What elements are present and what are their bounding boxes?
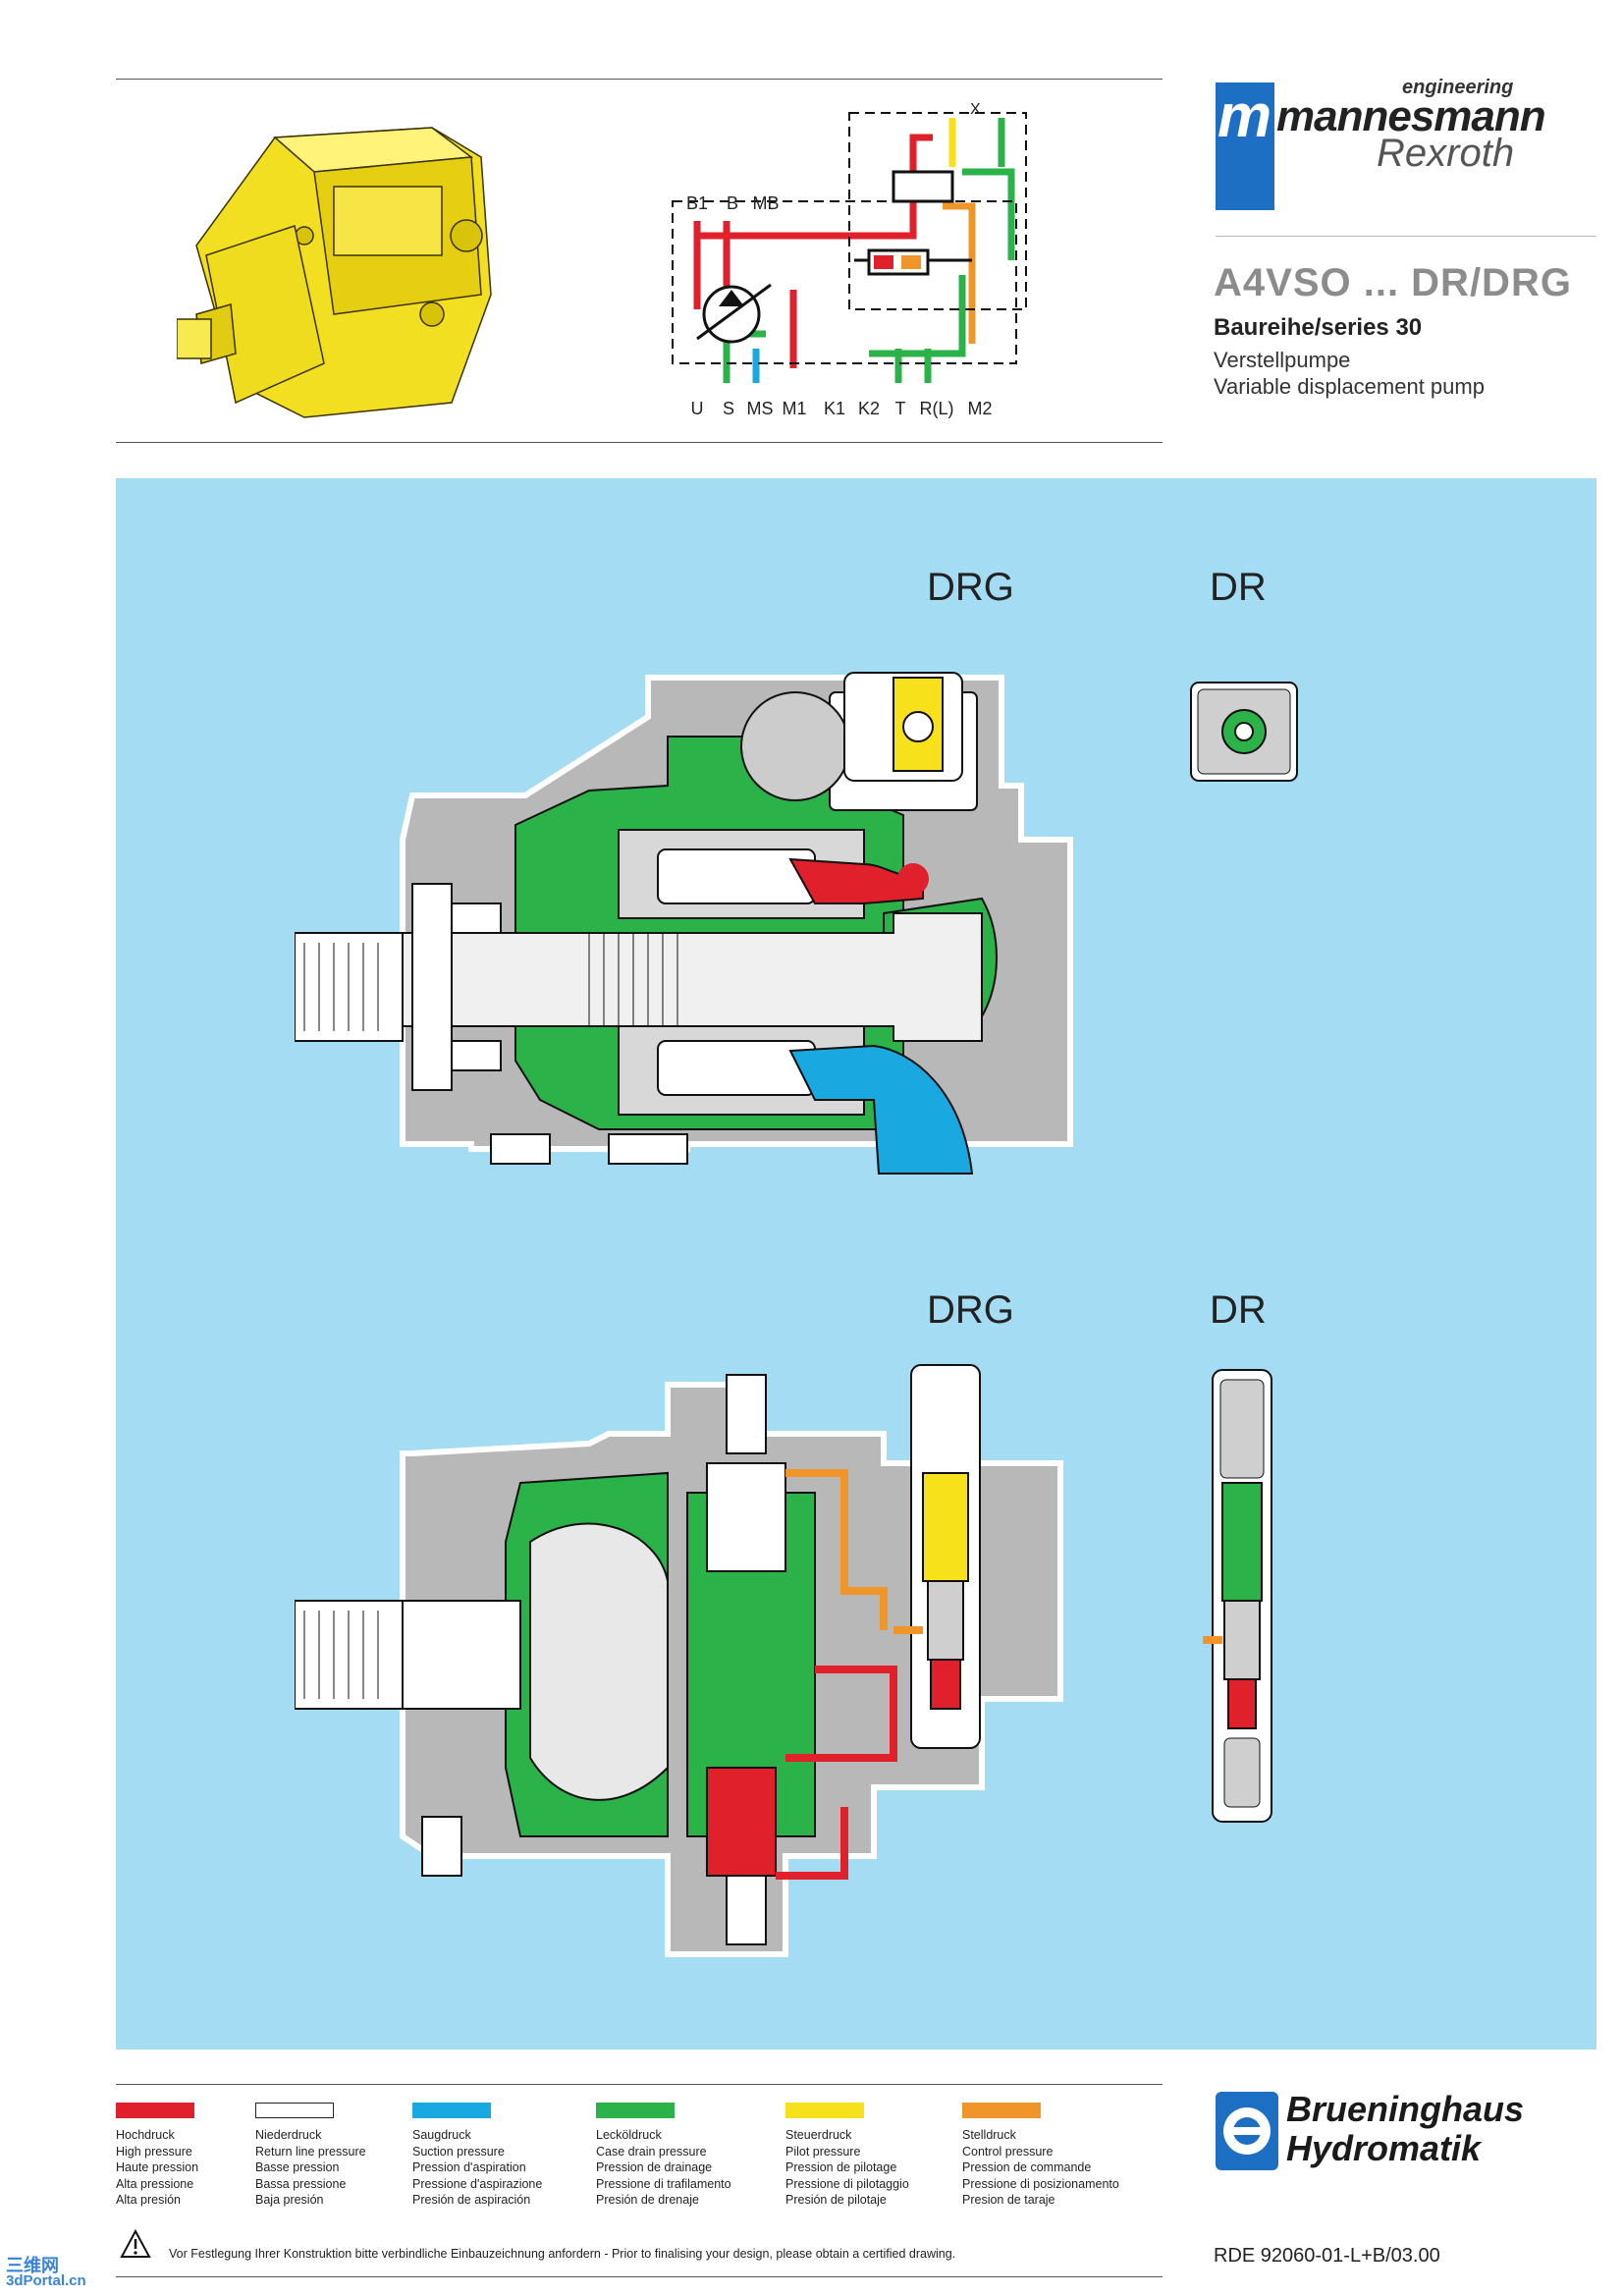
view-label-dr-upper: DR — [1210, 566, 1267, 609]
port-label-mb: MB — [753, 193, 780, 213]
warning-icon — [120, 2229, 151, 2258]
brand-rexroth: Rexroth — [1377, 132, 1515, 175]
upper-dr-detail — [1190, 682, 1298, 782]
port-label-rl: R(L) — [920, 399, 954, 418]
upper-section-drawing — [295, 672, 1073, 1175]
watermark-cn: 三维网 — [6, 2256, 59, 2275]
subtitle-de: Verstellpumpe — [1214, 348, 1351, 372]
lower-dr-detail — [1203, 1369, 1272, 1823]
port-label-s: S — [723, 399, 734, 418]
view-label-drg-lower: DRG — [927, 1288, 1014, 1332]
manufacturer-line1: Brueninghaus — [1286, 2089, 1525, 2129]
legend-swatch-pilot — [785, 2103, 864, 2118]
hydraulic-schematic: X B1 B MB U S MS M1 K1 K2 T R(L) M2 — [672, 101, 1027, 418]
port-label-m1: M1 — [782, 399, 806, 418]
port-label-b: B — [727, 193, 738, 213]
legend-swatch-return — [255, 2103, 334, 2118]
pump-photo — [177, 127, 492, 418]
legend-swatch-drain — [596, 2103, 675, 2118]
brand-mannesmann: mannesmann — [1276, 92, 1546, 140]
port-label-k1: K1 — [824, 399, 845, 418]
series-line: Baureihe/series 30 — [1214, 314, 1423, 341]
lower-section-drawing — [295, 1364, 1063, 1957]
view-label-dr-lower: DR — [1210, 1288, 1267, 1332]
legend-swatch-high — [116, 2103, 194, 2118]
logo-m-glyph: m — [1217, 82, 1272, 150]
footer-rule — [116, 2276, 1163, 2277]
brand-rule — [1216, 236, 1596, 237]
legend-swatch-suction — [412, 2103, 491, 2118]
footer-note: Vor Festlegung Ihrer Konstruktion bitte … — [169, 2247, 956, 2261]
view-label-drg-upper: DRG — [927, 566, 1014, 609]
mannesmann-logo-mark — [1216, 82, 1274, 210]
model-title: A4VSO ... DR/DRG — [1214, 261, 1572, 304]
port-label-m2: M2 — [967, 399, 992, 418]
subtitle-en: Variable displacement pump — [1214, 374, 1485, 399]
watermark-url: 3dPortal.cn — [6, 2272, 86, 2289]
brand-engineering: engineering — [1402, 77, 1514, 98]
port-label-k2: K2 — [858, 399, 880, 418]
manufacturer-line2: Hydromatik — [1286, 2128, 1482, 2168]
header-top-rule — [116, 79, 1163, 80]
port-label-t: T — [895, 399, 906, 418]
legend-swatch-control — [962, 2103, 1041, 2118]
legend-top-rule — [116, 2084, 1163, 2085]
brueninghaus-logo-mark — [1216, 2092, 1278, 2170]
port-label-ms: MS — [747, 399, 774, 418]
port-label-b1: B1 — [686, 193, 708, 213]
port-label-x: X — [970, 101, 981, 118]
header-bottom-rule — [116, 442, 1163, 443]
pump-body-illustration — [177, 127, 492, 418]
port-label-u: U — [691, 399, 704, 418]
document-number: RDE 92060-01-L+B/03.00 — [1214, 2245, 1440, 2267]
pilot-valve-symbol — [892, 170, 954, 203]
